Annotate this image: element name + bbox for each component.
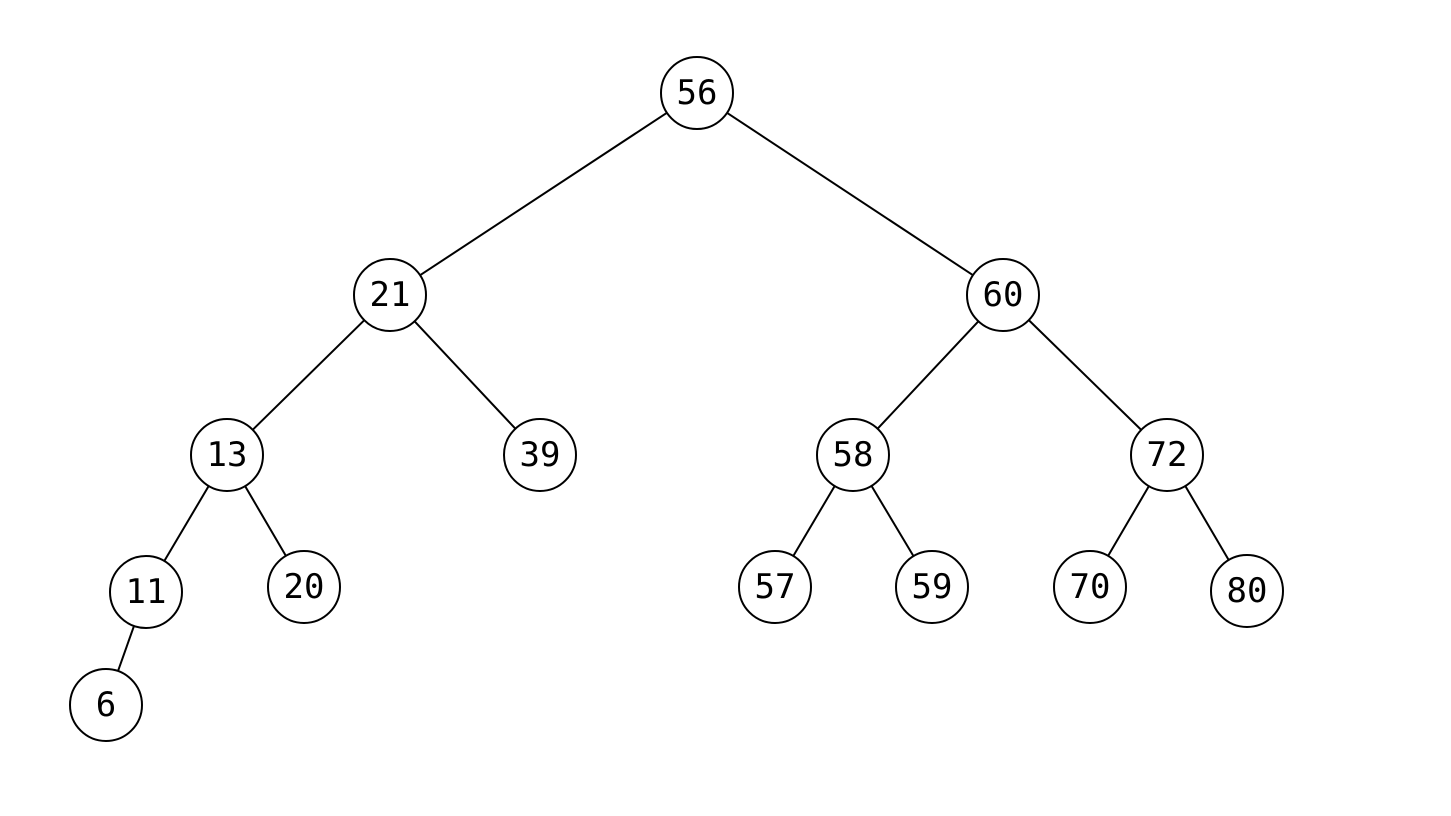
- node-label: 57: [755, 567, 796, 607]
- tree-node-80: 80: [1210, 554, 1284, 628]
- edge-11-6: [117, 625, 135, 672]
- node-label: 80: [1227, 571, 1268, 611]
- node-label: 11: [126, 572, 167, 612]
- tree-nodes: 56 21 60 13 39 58 72 11 20 57 59 70 80 6: [69, 56, 1284, 742]
- node-label: 72: [1147, 435, 1188, 475]
- node-circle: [109, 555, 183, 629]
- node-label: 60: [983, 275, 1024, 315]
- node-circle: [69, 668, 143, 742]
- node-circle: [267, 550, 341, 624]
- tree-node-39: 39: [503, 418, 577, 492]
- tree-node-59: 59: [895, 550, 969, 624]
- node-label: 59: [912, 567, 953, 607]
- edge-72-80: [1184, 485, 1230, 561]
- edge-13-11: [163, 485, 210, 562]
- tree-node-57: 57: [738, 550, 812, 624]
- edge-72-70: [1107, 485, 1150, 557]
- node-label: 39: [520, 435, 561, 475]
- node-circle: [660, 56, 734, 130]
- tree-node-72: 72: [1130, 418, 1204, 492]
- edge-56-21: [419, 111, 668, 277]
- node-circle: [1053, 550, 1127, 624]
- node-label: 56: [677, 73, 718, 113]
- edge-58-59: [870, 485, 915, 557]
- node-circle: [1130, 418, 1204, 492]
- tree-node-11: 11: [109, 555, 183, 629]
- edge-56-60: [726, 111, 974, 277]
- tree-node-56: 56: [660, 56, 734, 130]
- node-circle: [503, 418, 577, 492]
- tree-node-6: 6: [69, 668, 143, 742]
- node-label: 58: [833, 435, 874, 475]
- node-circle: [966, 258, 1040, 332]
- node-label: 13: [207, 435, 248, 475]
- edge-21-39: [413, 320, 517, 430]
- node-label: 6: [96, 685, 116, 725]
- node-label: 70: [1070, 567, 1111, 607]
- node-label: 21: [370, 275, 411, 315]
- node-circle: [816, 418, 890, 492]
- node-circle: [1210, 554, 1284, 628]
- edge-58-57: [792, 485, 836, 557]
- node-circle: [353, 258, 427, 332]
- tree-node-13: 13: [190, 418, 264, 492]
- edge-60-58: [876, 320, 980, 430]
- tree-node-60: 60: [966, 258, 1040, 332]
- node-circle: [190, 418, 264, 492]
- node-label: 20: [284, 567, 325, 607]
- tree-edges: [117, 111, 1230, 672]
- tree-node-70: 70: [1053, 550, 1127, 624]
- node-circle: [895, 550, 969, 624]
- node-circle: [738, 550, 812, 624]
- edge-21-13: [251, 319, 366, 431]
- tree-node-21: 21: [353, 258, 427, 332]
- tree-node-20: 20: [267, 550, 341, 624]
- edge-60-72: [1028, 319, 1142, 431]
- tree-node-58: 58: [816, 418, 890, 492]
- edge-13-20: [244, 485, 287, 557]
